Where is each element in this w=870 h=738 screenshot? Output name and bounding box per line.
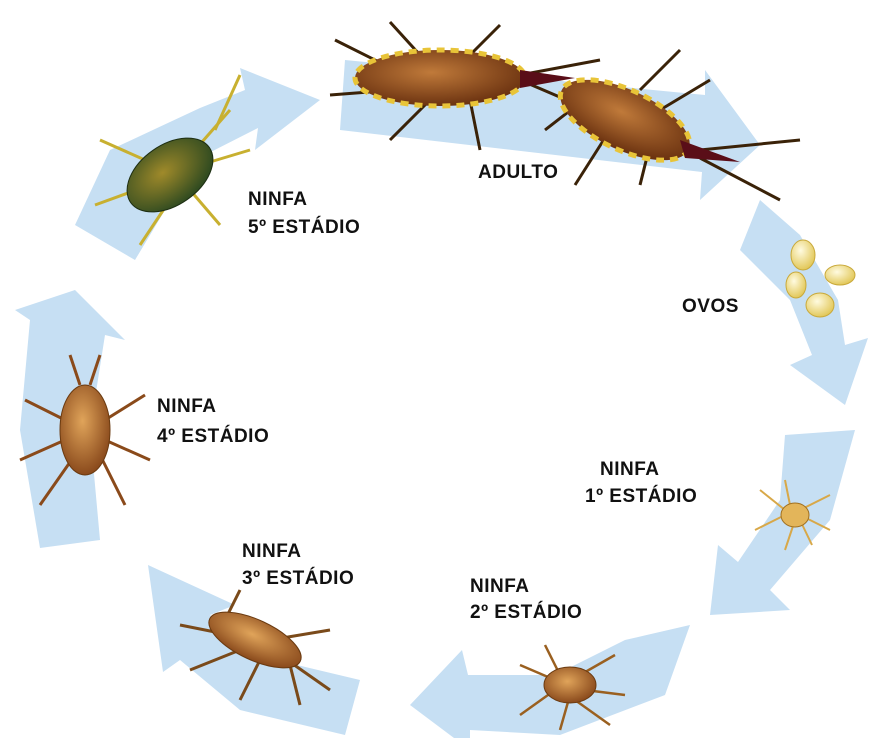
- label-ninfa2-line1: NINFA: [470, 576, 530, 597]
- label-ninfa3-line2: 3º ESTÁDIO: [242, 567, 354, 589]
- nymph-2-body: [544, 667, 596, 703]
- egg-1: [791, 240, 815, 270]
- label-ninfa4-line1: NINFA: [157, 396, 217, 417]
- arrow-ninfa1: [710, 430, 855, 615]
- stage-labels: ADULTO OVOS NINFA 1º ESTÁDIO NINFA 2º ES…: [157, 162, 739, 623]
- label-ninfa3-line1: NINFA: [242, 541, 302, 562]
- arrow-eggs: [740, 200, 868, 405]
- egg-3: [786, 272, 806, 298]
- label-ninfa2-line2: 2º ESTÁDIO: [470, 601, 582, 623]
- label-adulto: ADULTO: [478, 162, 558, 183]
- nymph-1-body: [781, 503, 809, 527]
- egg-4: [806, 293, 834, 317]
- egg-2: [825, 265, 855, 285]
- adult-bug-1-body: [355, 50, 525, 106]
- label-ninfa5-line2: 5º ESTÁDIO: [248, 216, 360, 238]
- label-ovos: OVOS: [682, 296, 739, 317]
- nymph-4-body: [60, 385, 110, 475]
- label-ninfa4-line2: 4º ESTÁDIO: [157, 425, 269, 447]
- label-ninfa1-line2: 1º ESTÁDIO: [585, 485, 697, 507]
- label-ninfa5-line1: NINFA: [248, 189, 308, 210]
- label-ninfa1-line1: NINFA: [600, 459, 660, 480]
